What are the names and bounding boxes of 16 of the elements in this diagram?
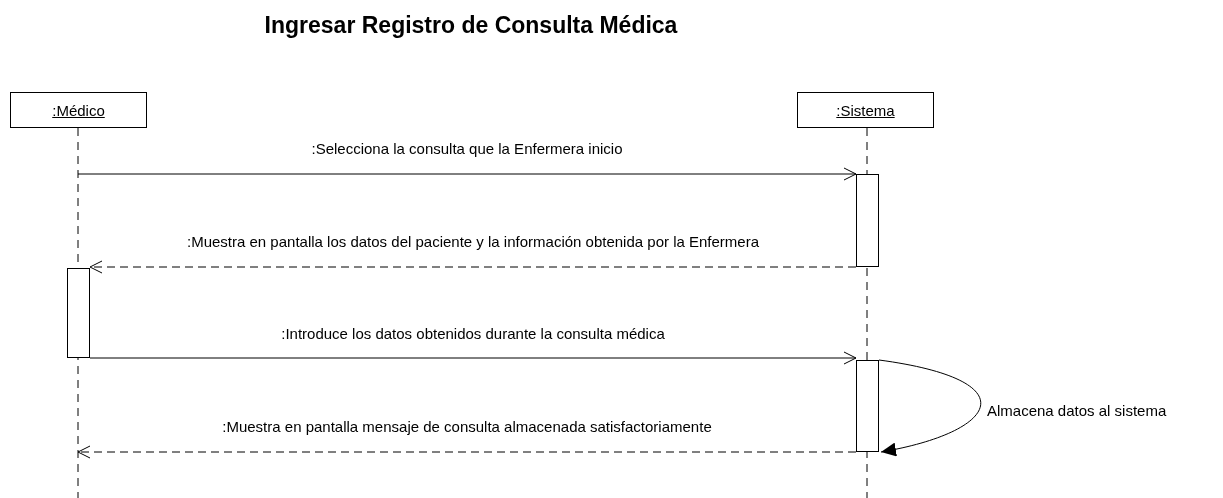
self-message-arrow <box>878 359 981 456</box>
message-arrow <box>77 167 857 181</box>
message-arrow <box>89 351 857 365</box>
lifeline-head-box: :Sistema <box>797 92 934 128</box>
message-arrow <box>77 445 857 459</box>
edge-label: :Muestra en pantalla los datos del paciente y la información obtenida por la Enfermera <box>187 232 759 250</box>
lifeline-head-box: :Médico <box>10 92 147 128</box>
edge-label: :Muestra en pantalla mensaje de consulta almacenada satisfactoriamente <box>222 417 712 435</box>
edge-label: :Introduce los datos obtenidos durante la consulta médica <box>281 324 665 342</box>
diagram-title: Ingresar Registro de Consulta Médica <box>263 12 679 39</box>
activation-bar <box>856 360 879 452</box>
edge-label: Almacena datos al sistema <box>987 401 1167 419</box>
activation-bar <box>856 174 879 267</box>
message-arrow <box>89 260 857 274</box>
activation-bar <box>67 268 90 358</box>
edge-label: :Selecciona la consulta que la Enfermera inicio <box>311 139 623 157</box>
